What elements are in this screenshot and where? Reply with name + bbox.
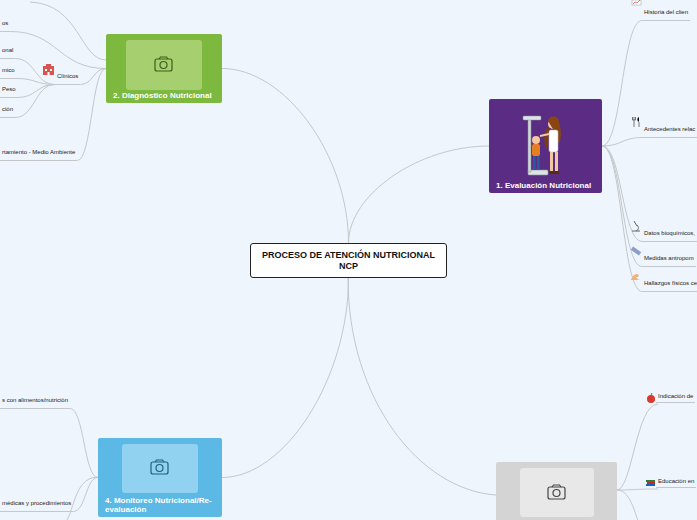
- apple-icon: [647, 393, 655, 403]
- subtopic: Antecedentes relac: [642, 117, 697, 138]
- ruler-icon: [631, 246, 641, 255]
- subtopic-text: Datos bioquímicos,: [644, 230, 695, 236]
- subtopic: ción: [0, 97, 15, 118]
- subtopic-text: Medidas antropom: [644, 255, 694, 261]
- branch-connector: [222, 69, 349, 244]
- subtopic: rtamiento - Medio Ambiente: [0, 140, 77, 161]
- arm-icon: [631, 274, 640, 280]
- subtopic-text: os: [2, 20, 8, 26]
- topic-text: 2. Diagnóstico Nutricional: [113, 91, 216, 100]
- subtopic: Medidas antropom: [642, 246, 696, 267]
- branch-connector: [73, 478, 98, 512]
- subtopic: Hallazgos físicos ce: [642, 271, 697, 292]
- topic-text: PROCESO DE ATENCIÓN NUTRICIONAL NCP: [257, 250, 440, 272]
- subtopic: Clínicos: [55, 64, 80, 85]
- branch-label: Indicación de: [656, 393, 695, 403]
- branch-connector: [15, 59, 55, 85]
- subtopic: Datos bioquímicos,: [642, 221, 697, 242]
- books-icon: [646, 480, 655, 486]
- subtopic-text: Clínicos: [57, 73, 78, 79]
- subtopic: onal: [0, 38, 15, 59]
- subtopic-text: Peso: [2, 86, 16, 92]
- branch-connector: [602, 146, 642, 292]
- subtopic-text: mico: [2, 67, 15, 73]
- branch-connector: [222, 278, 349, 478]
- hospital-icon: [43, 64, 54, 75]
- branch-connector: [17, 79, 55, 85]
- subtopic-text: Hallazgos físicos ce: [644, 280, 697, 286]
- subtopic: os: [0, 11, 10, 32]
- subtopic: Historia del clien: [642, 0, 690, 21]
- topic-box: 2. Diagnóstico Nutricional: [106, 34, 222, 103]
- branch-connector: [77, 69, 106, 161]
- subtopic: s con alimentos/nutrición: [0, 388, 70, 409]
- branch-label: Educación en: [656, 478, 696, 488]
- subtopic: mico: [0, 58, 17, 79]
- subtopic-text: ción: [2, 106, 13, 112]
- branch-connector: [18, 85, 55, 98]
- microscope-icon: [632, 221, 640, 231]
- image-placeholder: [520, 468, 594, 517]
- subtopic-text: onal: [2, 47, 13, 53]
- topic-text: 1. Evaluación Nutricional: [496, 181, 596, 190]
- cutlery-icon: [633, 117, 640, 127]
- branch-connector: [602, 138, 642, 147]
- branch-connector: [602, 146, 642, 267]
- chart-icon: [632, 0, 641, 5]
- subtopic-text: Historia del clien: [644, 9, 688, 15]
- branch-connector: [349, 146, 490, 243]
- topic-text: 4. Monitoreo Nutricional/Re-evaluación: [105, 496, 216, 514]
- static-branches: [30, 2, 658, 520]
- subtopic-text: Antecedentes relac: [644, 126, 695, 132]
- subtopic-text: rtamiento - Medio Ambiente: [2, 149, 75, 155]
- topic-box: 1. Evaluación Nutricional: [489, 99, 602, 193]
- subtopic: Peso: [0, 77, 18, 98]
- branch-connector: [10, 32, 106, 69]
- topic-box: 4. Monitoreo Nutricional/Re-evaluación: [98, 438, 222, 517]
- subtopic-text: médicas y procedimientos: [2, 500, 71, 506]
- subtopic: médicas y procedimientos: [0, 491, 73, 512]
- branch-connector: [602, 21, 642, 147]
- grey-box: [496, 462, 617, 520]
- branch-connector: [602, 146, 642, 242]
- subtopic-text: s con alimentos/nutrición: [2, 397, 68, 403]
- branch-connector: [15, 85, 55, 118]
- central-topic: PROCESO DE ATENCIÓN NUTRICIONAL NCP: [250, 243, 447, 278]
- camera-icon: [548, 485, 565, 499]
- branch-connector: [70, 409, 98, 478]
